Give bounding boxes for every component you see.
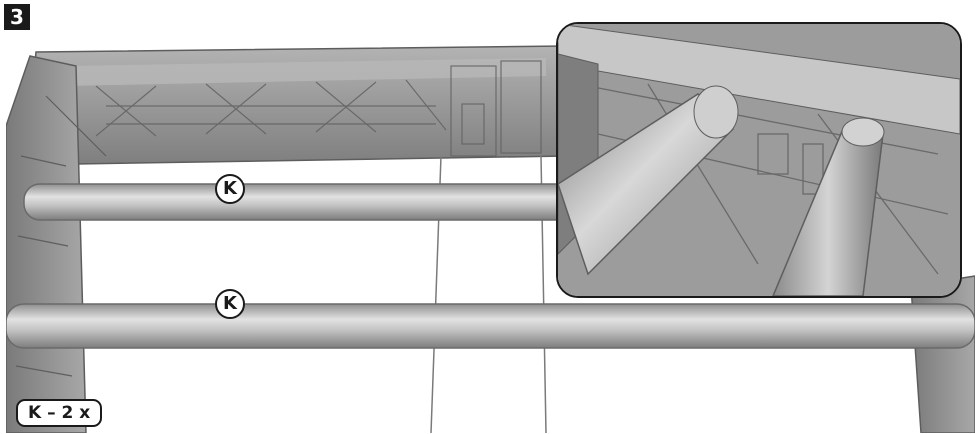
part-callout-k-lower: K (215, 289, 245, 319)
frame-assembly-illustration (6, 45, 975, 433)
right-frame-leg (910, 275, 975, 433)
step-number-badge: 3 (4, 4, 30, 30)
detail-inset (556, 22, 962, 298)
rod-socket-detail-illustration (558, 24, 960, 296)
part-quantity-label: K – 2 x (16, 399, 103, 427)
rod-k-lower (6, 303, 975, 349)
part-callout-k-upper: K (215, 174, 245, 204)
left-frame-leg (6, 55, 87, 433)
rod-k-upper (23, 183, 585, 221)
